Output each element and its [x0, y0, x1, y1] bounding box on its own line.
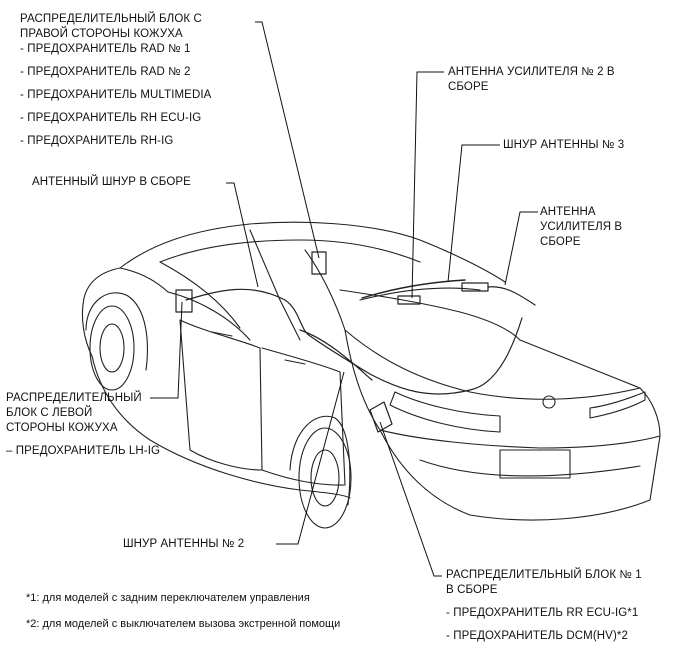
amp-antenna-2-line-2: СБОРЕ	[448, 81, 489, 93]
license-plate	[499, 449, 571, 479]
rear-bumper	[379, 429, 661, 521]
leader-antenna-cord-2	[276, 371, 345, 545]
leader-lh-block	[150, 301, 183, 399]
door-handle-front	[211, 331, 233, 337]
front-door	[179, 319, 263, 471]
rear-wheel-arch	[289, 415, 351, 506]
lh-block-title-1: РАСПРЕДЕЛИТЕЛЬНЫЙ	[6, 392, 142, 404]
antenna-cord-assy-label: АНТЕННЫЙ ШНУР В СБОРЕ	[32, 176, 191, 188]
interior-line	[249, 229, 301, 341]
front-wheel-hub	[99, 323, 125, 373]
lh-block-title-3: СТОРОНЫ КОЖУХА	[6, 422, 118, 434]
rh-junction-block-label: РАСПРЕДЕЛИТЕЛЬНЫЙ БЛОК С ПРАВОЙ СТОРОНЫ …	[20, 12, 211, 149]
antenna-cord-2-wire	[299, 329, 373, 381]
footnote-2: *2: для моделей с выключателем вызова эк…	[26, 618, 341, 630]
car-roof	[119, 221, 506, 283]
a-pillar	[167, 291, 251, 341]
amp-antenna-line-3: СБОРЕ	[540, 236, 581, 248]
amp-antenna-wire	[487, 286, 536, 306]
leader-amp-antenna	[504, 211, 538, 286]
leader-antenna-cord-assy	[226, 182, 259, 288]
amp-antenna-line-1: АНТЕННА	[540, 206, 596, 218]
amp-antenna-2-line-1: АНТЕННА УСИЛИТЕЛЯ № 2 В	[448, 66, 615, 78]
lh-block-item-1: – ПРЕДОХРАНИТЕЛЬ LH-IG	[6, 445, 161, 457]
rh-block-item-2: - ПРЕДОХРАНИТЕЛЬ RAD № 2	[20, 66, 191, 78]
bumper-line	[419, 459, 641, 477]
front-wheel	[89, 305, 135, 391]
c-pillar	[304, 249, 346, 331]
rh-junction-block	[311, 251, 327, 275]
block-1-title-2: В СБОРЕ	[446, 584, 498, 596]
rear-seat	[359, 287, 481, 301]
leader-antenna-cord-3	[447, 144, 500, 283]
rh-block-title-1: РАСПРЕДЕЛИТЕЛЬНЫЙ БЛОК С	[20, 13, 202, 25]
antenna-cord-3-label: ШНУР АНТЕННЫ № 3	[503, 139, 625, 151]
leader-amp-antenna-2	[411, 71, 444, 299]
amp-antenna-2-label: АНТЕННА УСИЛИТЕЛЯ № 2 В СБОРЕ	[448, 65, 615, 95]
rear-wheel-hub	[310, 449, 340, 507]
car-hood	[81, 267, 121, 357]
rh-block-item-3: - ПРЕДОХРАНИТЕЛЬ MULTIMEDIA	[20, 89, 212, 101]
front-wheel-arch	[85, 292, 148, 371]
amp-antenna-line-2: УСИЛИТЕЛЯ В	[540, 221, 623, 233]
trunk-lid	[344, 329, 641, 400]
lh-junction-block-label: РАСПРЕДЕЛИТЕЛЬНЫЙ БЛОК С ЛЕВОЙ СТОРОНЫ К…	[6, 391, 160, 459]
rh-block-item-4: - ПРЕДОХРАНИТЕЛЬ RH ECU-IG	[20, 112, 202, 124]
car-roof-inner	[159, 239, 421, 263]
junction-block-1-label: РАСПРЕДЕЛИТЕЛЬНЫЙ БЛОК № 1 В СБОРЕ - ПРЕ…	[446, 568, 642, 644]
rh-block-item-5: - ПРЕДОХРАНИТЕЛЬ RH-IG	[20, 135, 174, 147]
leader-rh-block	[255, 21, 320, 259]
windshield	[159, 261, 241, 329]
amp-antenna-label: АНТЕННА УСИЛИТЕЛЯ В СБОРЕ	[540, 205, 622, 250]
amp-antenna-2-module	[397, 295, 421, 305]
trunk-edge	[519, 339, 641, 389]
rh-block-title-2: ПРАВОЙ СТОРОНЫ КОЖУХА	[20, 28, 183, 40]
rear-emblem	[542, 395, 556, 409]
footnote-1: *1: для моделей с задним переключателем …	[26, 592, 310, 604]
rear-right-corner	[639, 387, 661, 437]
antenna-cord-wire	[185, 288, 523, 395]
block-1-title-1: РАСПРЕДЕЛИТЕЛЬНЫЙ БЛОК № 1	[446, 569, 642, 581]
no1-junction-block	[369, 401, 393, 433]
rear-wheel	[298, 427, 352, 529]
rear-face	[344, 329, 661, 449]
block-1-item-2: - ПРЕДОХРАНИТЕЛЬ DCM(HV)*2	[446, 630, 628, 642]
door-handle-rear	[284, 359, 306, 365]
antenna-cord-2-label: ШНУР АНТЕННЫ № 2	[123, 538, 245, 550]
block-1-item-1: - ПРЕДОХРАНИТЕЛЬ RR ECU-IG*1	[446, 607, 639, 619]
rh-block-item-1: - ПРЕДОХРАНИТЕЛЬ RAD № 1	[20, 43, 191, 55]
lh-block-title-2: БЛОК С ЛЕВОЙ	[6, 407, 93, 419]
rocker	[149, 439, 351, 499]
lh-junction-block	[175, 289, 193, 313]
car-front-fender	[91, 355, 151, 441]
leader-block-1	[379, 421, 442, 577]
tail-light-left	[389, 391, 501, 433]
tail-light-right	[589, 391, 646, 419]
car-hood-line	[119, 267, 169, 293]
